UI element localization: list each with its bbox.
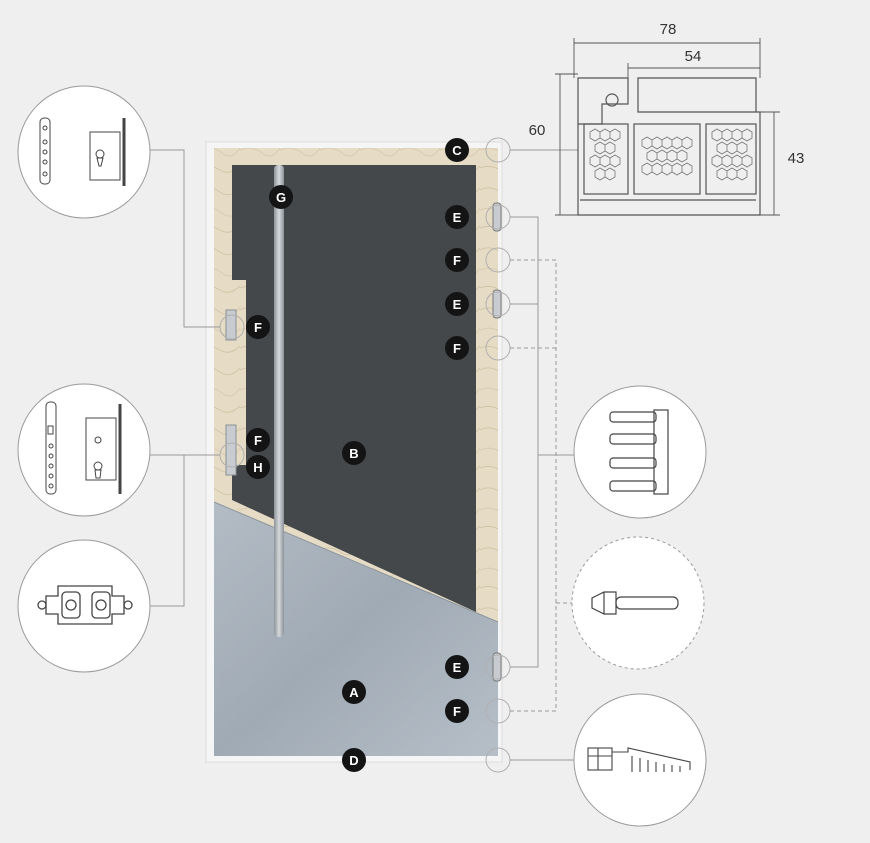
detail-circle-hinge (573, 385, 707, 519)
badge-A: A (342, 680, 366, 704)
badge-E-bottom: E (445, 655, 469, 679)
detail-circle-lock-plate (17, 85, 151, 219)
badge-D-label: D (349, 753, 358, 768)
badge-F-left-lower: F (246, 428, 270, 452)
badge-G-label: G (276, 190, 286, 205)
door-panel (232, 165, 476, 612)
badge-C-label: C (452, 143, 462, 158)
badge-H: H (246, 455, 270, 479)
detail-circle-threshold (573, 693, 707, 827)
badge-F-left-upper-label: F (254, 320, 262, 335)
lock-plate-lower (225, 424, 237, 476)
profile-cross-section: 78 54 60 43 (529, 21, 805, 216)
badge-F-left-lower-label: F (254, 433, 262, 448)
door (205, 141, 503, 763)
dim-width-total: 78 (660, 21, 677, 38)
badge-A-label: A (349, 685, 359, 700)
badge-E-middle: E (445, 292, 469, 316)
badge-H-label: H (253, 460, 262, 475)
badge-B: B (342, 441, 366, 465)
badge-B-label: B (349, 446, 358, 461)
steel-sheet (214, 502, 498, 756)
badge-E-bottom-label: E (453, 660, 462, 675)
detail-circle-pin (571, 536, 705, 670)
dashed-connector-lines (510, 259, 574, 712)
badge-F-2: F (445, 336, 469, 360)
detail-circle-strike-plate (17, 539, 151, 673)
lock-plate-upper (225, 309, 237, 341)
badge-E-middle-label: E (453, 297, 462, 312)
badge-F-2-label: F (453, 341, 461, 356)
badge-E-top-label: E (453, 210, 462, 225)
detail-circle-main-lock (17, 383, 151, 517)
hinge-marks (492, 202, 502, 682)
badge-F-bottom: F (445, 699, 469, 723)
badge-C: C (445, 138, 469, 162)
dim-height-left: 60 (529, 122, 546, 139)
dim-height-right: 43 (788, 150, 805, 167)
dim-width-inner: 54 (685, 48, 702, 65)
badge-D: D (342, 748, 366, 772)
connector-lines (150, 149, 578, 761)
steel-sheet-edge (213, 501, 499, 623)
badge-E-top: E (445, 205, 469, 229)
badge-F-1: F (445, 248, 469, 272)
badge-G: G (269, 185, 293, 209)
badge-F-1-label: F (453, 253, 461, 268)
badge-F-left-upper: F (246, 315, 270, 339)
badge-F-bottom-label: F (453, 704, 461, 719)
locking-rod (274, 165, 284, 637)
